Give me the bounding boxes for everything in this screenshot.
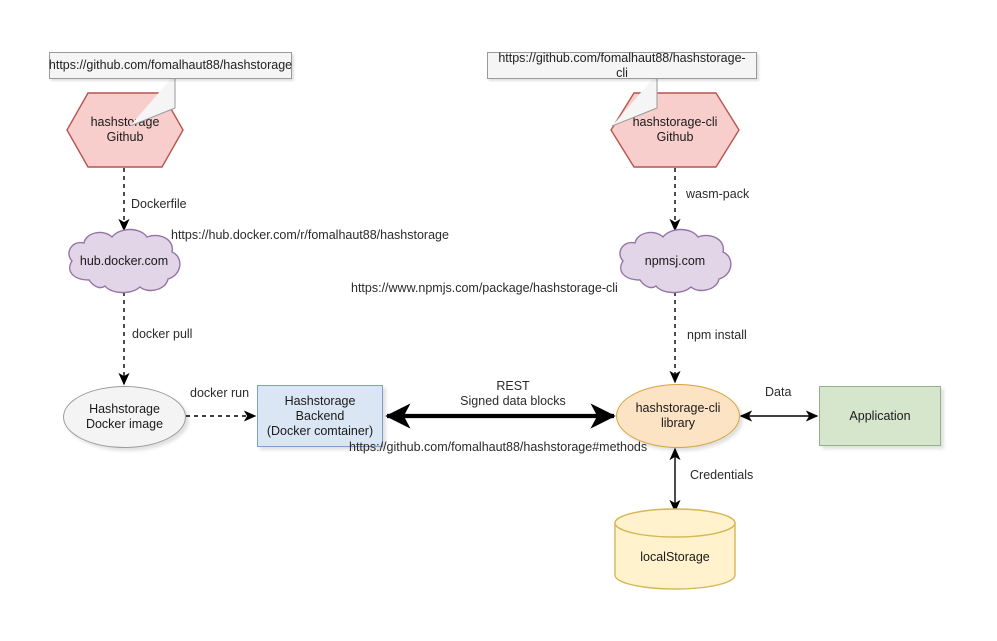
edge-label-wasm-pack: wasm-pack (686, 187, 750, 201)
cloud-shape-hub-docker (68, 228, 181, 294)
edge-label-npmjs-url: https://www.npmjs.com/package/hashstorag… (351, 281, 618, 295)
node-hub-docker-label: hub.docker.com (79, 253, 169, 268)
edge-label-dockerfile: Dockerfile (131, 197, 187, 211)
edge-label-docker-run: docker run (190, 386, 250, 400)
node-backend-label: Hashstorage Backend (Docker comtainer) (266, 393, 374, 438)
node-docker-image-label: Hashstorage Docker image (85, 402, 164, 431)
node-library: hashstorage-cli library (616, 384, 740, 448)
cylinder-shape-local-storage (614, 508, 736, 590)
node-hub-docker-label-wrap: hub.docker.com (62, 228, 186, 294)
node-npmsj-label: npmsj.com (644, 253, 706, 268)
node-application-label: Application (849, 408, 911, 423)
cloud-shape-npmsj (619, 228, 732, 294)
node-application: Application (819, 386, 941, 446)
callout-tail-hashstorage (130, 74, 190, 126)
edge-label-rest: REST Signed data blocks (460, 379, 566, 408)
edge-label-credentials: Credentials (690, 468, 754, 482)
node-hashstorage-cli-github-label: hashstorage-cli Github (632, 115, 718, 144)
callout-tail-hashstorage-cli (612, 74, 672, 126)
node-npmsj-label-wrap: npmsj.com (613, 228, 737, 294)
node-local-storage-label-wrap: localStorage (614, 524, 736, 590)
edge-label-methods-url: https://github.com/fomalhaut88/hashstora… (349, 440, 648, 454)
callout-hashstorage-repo-text: https://github.com/fomalhaut88/hashstora… (48, 58, 293, 72)
callout-hashstorage-repo: https://github.com/fomalhaut88/hashstora… (49, 52, 292, 79)
callout-hashstorage-cli-repo: https://github.com/fomalhaut88/hashstora… (487, 50, 757, 80)
node-library-label: hashstorage-cli library (635, 401, 721, 430)
node-docker-image: Hashstorage Docker image (63, 386, 186, 448)
edge-label-data: Data (765, 385, 792, 399)
node-local-storage-label: localStorage (640, 549, 710, 564)
callout-hashstorage-cli-repo-text: https://github.com/fomalhaut88/hashstora… (498, 50, 746, 80)
edge-label-npm-install: npm install (687, 328, 747, 342)
edge-label-docker-pull: docker pull (132, 327, 193, 341)
edge-label-hub-docker-url: https://hub.docker.com/r/fomalhaut88/has… (171, 228, 449, 242)
node-backend: Hashstorage Backend (Docker comtainer) (257, 385, 383, 447)
